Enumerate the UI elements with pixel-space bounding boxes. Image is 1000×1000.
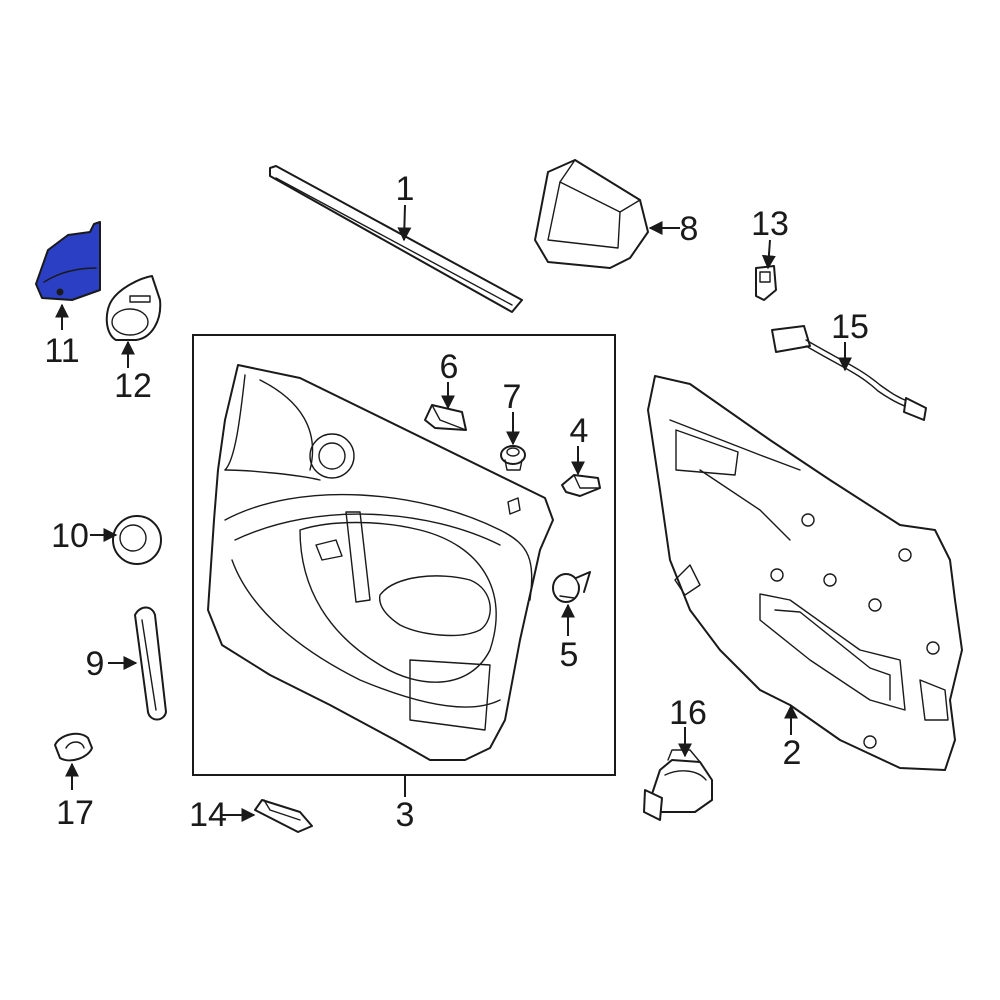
part-3-door-panel[interactable] — [207, 364, 554, 761]
leader-arrows — [55, 204, 852, 822]
callout-4: 4 — [570, 412, 589, 450]
callout-1: 1 — [396, 170, 415, 208]
part-8-bracket[interactable] — [534, 159, 649, 269]
part-1-weatherstrip[interactable] — [269, 165, 523, 313]
part-16-speaker[interactable] — [643, 749, 713, 821]
callout-17: 17 — [56, 794, 94, 832]
part-10-speaker-ring[interactable] — [112, 515, 162, 565]
leader-13 — [761, 239, 776, 270]
part-11-cover[interactable] — [35, 221, 101, 301]
part-17-cap[interactable] — [54, 732, 93, 762]
callout-13: 13 — [751, 205, 789, 243]
part-6-clip[interactable] — [424, 404, 467, 431]
part-4-clip[interactable] — [561, 474, 601, 497]
callout-7: 7 — [503, 378, 522, 416]
part-15-harness[interactable] — [771, 325, 927, 421]
part-14-clip[interactable] — [254, 799, 313, 833]
callout-14: 14 — [189, 796, 227, 834]
callout-12: 12 — [114, 367, 152, 405]
callout-6: 6 — [440, 348, 459, 386]
part-9-trim-strip[interactable] — [134, 606, 167, 721]
callout-3: 3 — [396, 796, 415, 834]
callout-16: 16 — [669, 694, 707, 732]
part-12-tweeter-trim[interactable] — [105, 275, 162, 341]
callout-2: 2 — [783, 734, 802, 772]
callout-15: 15 — [831, 308, 869, 346]
callout-labels: 1 2 3 4 5 6 7 8 9 10 11 12 13 14 15 16 1… — [44, 170, 869, 834]
part-13-clip[interactable] — [755, 265, 777, 301]
leader-1 — [397, 204, 412, 242]
callout-5: 5 — [560, 636, 579, 674]
part-2-water-shield[interactable] — [647, 375, 963, 771]
part-7-grommet[interactable] — [500, 445, 526, 471]
callout-9: 9 — [86, 645, 105, 683]
callout-11: 11 — [44, 332, 79, 370]
part-5-push-pin[interactable] — [552, 571, 591, 603]
callout-8: 8 — [680, 210, 699, 248]
callout-10: 10 — [51, 517, 89, 555]
